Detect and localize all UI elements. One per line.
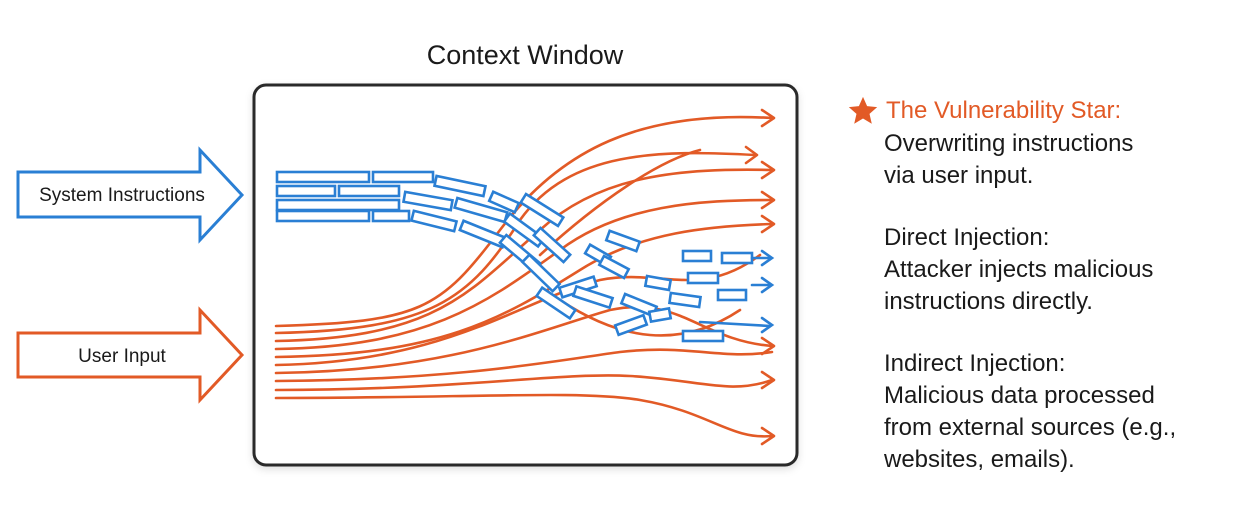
note-direct-injection: Direct Injection: Attacker injects malic… [846,222,1251,318]
system-instructions-flow [275,170,754,343]
note-heading: Indirect Injection: [884,350,1066,377]
note-heading: Direct Injection: [884,224,1050,251]
system-instructions-arrow: System Instructions [16,146,245,244]
user-output-arrows [744,108,776,446]
notes-panel: The Vulnerability Star: Overwriting inst… [846,94,1251,506]
note-body-line: websites, emails). [884,446,1075,473]
note-body-line: Malicious data processed [884,382,1155,409]
note-body-line: instructions directly. [884,288,1093,315]
user-input-arrow: User Input [16,306,245,404]
note-indirect-injection: Indirect Injection: Malicious data proce… [846,348,1251,476]
system-output-arrows [698,249,775,334]
note-body-line: Attacker injects malicious [884,256,1154,283]
context-window-diagram: System Instructions User Input [16,83,799,467]
note-body-line: via user input. [884,162,1034,189]
user-input-label: User Input [78,346,166,367]
note-body-line: from external sources (e.g., [884,414,1177,441]
system-instructions-label: System Instructions [39,185,205,206]
note-body-line: Overwriting instructions [884,130,1134,157]
note-heading: The Vulnerability Star: [886,97,1122,124]
diagram-title: Context Window [426,40,624,70]
note-vulnerability-star: The Vulnerability Star: Overwriting inst… [846,94,1251,192]
star-icon [848,96,878,124]
